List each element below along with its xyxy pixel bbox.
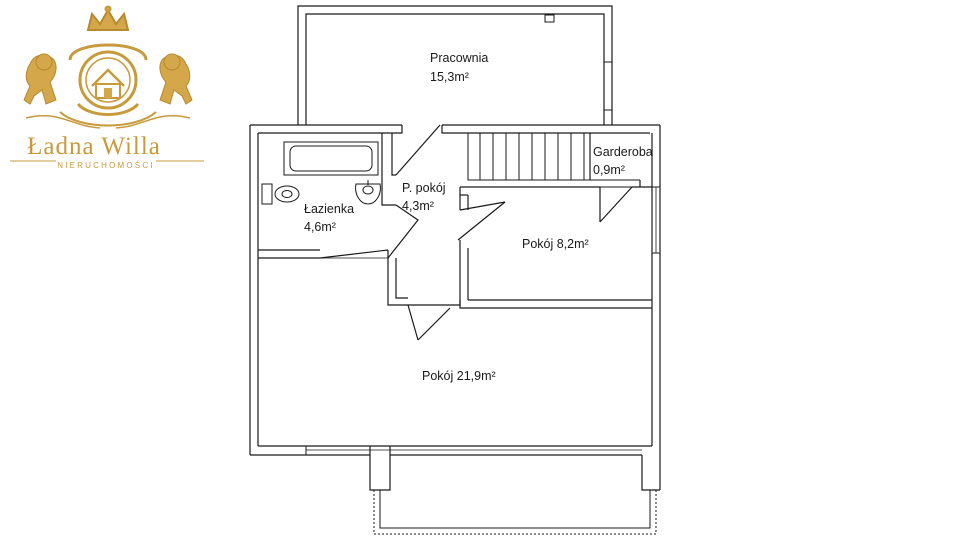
garderoba-walls [589, 133, 652, 223]
garderoba-area: 0,9m² [593, 163, 625, 177]
stairs [467, 132, 640, 188]
sink [355, 180, 381, 205]
p-pokoj-area: 4,3m² [402, 199, 434, 213]
toilet [261, 183, 300, 205]
bathroom-walls [258, 124, 441, 259]
hallway-walls [387, 258, 461, 341]
left-lion-icon [23, 53, 57, 105]
garderoba-name: Garderoba [593, 145, 653, 159]
pracownia-area: 15,3m² [430, 70, 469, 84]
right-lion-icon [159, 53, 193, 105]
pracownia-walls [297, 5, 613, 125]
small-room-walls [457, 186, 652, 309]
pokoj-small-label: Pokój 8,2m² [522, 237, 589, 251]
logo-title: Ładna Willa [27, 133, 161, 160]
balcony [373, 490, 657, 535]
lazienka-area: 4,6m² [304, 220, 336, 234]
pracownia-name: Pracownia [430, 51, 488, 65]
company-logo: Ładna Willa NIERUCHOMOŚCI [10, 5, 204, 170]
pokoj-large-label: Pokój 21,9m² [422, 369, 496, 383]
p-pokoj-name: P. pokój [402, 181, 446, 195]
lazienka-name: Łazienka [304, 202, 354, 216]
logo-subtitle: NIERUCHOMOŚCI [57, 161, 155, 170]
floor-plan [249, 5, 661, 535]
crown-crest-icon [25, 5, 191, 129]
room-labels: Pracownia 15,3m² Garderoba 0,9m² P. pokó… [304, 51, 653, 383]
bathtub [283, 141, 379, 176]
